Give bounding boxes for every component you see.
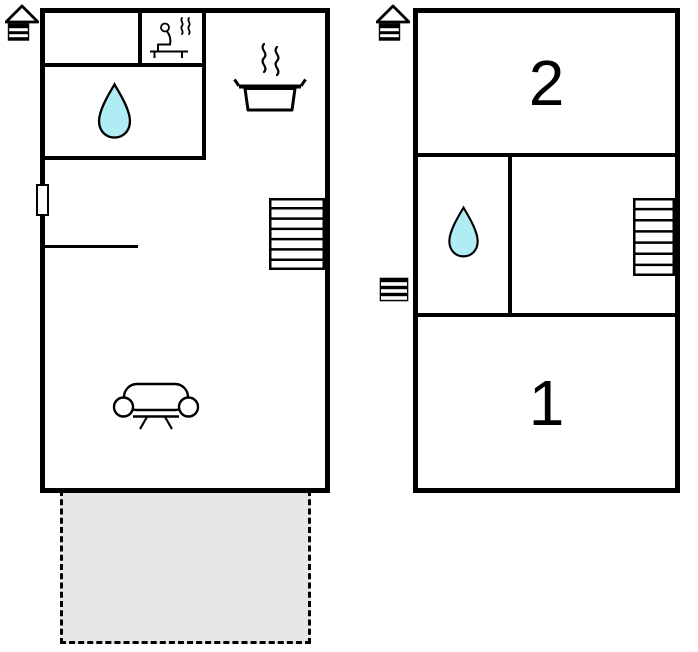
entrance-house-icon	[5, 4, 39, 46]
interior-wall-stub	[45, 245, 138, 248]
stairs-icon	[269, 198, 325, 270]
interior-wall-room2-bottom	[418, 153, 675, 157]
entrance-house-icon	[376, 4, 410, 46]
water-drop-icon	[444, 204, 483, 260]
water-drop-icon	[92, 82, 137, 140]
interior-wall-sauna-left	[138, 13, 142, 67]
terrace-area	[60, 490, 311, 644]
interior-wall-bathroom-right	[202, 13, 206, 160]
interior-wall-bathroom-divider	[508, 155, 512, 315]
sauna-icon	[146, 15, 196, 59]
room-number-label: 2	[528, 47, 565, 119]
interior-wall-bathroom-bottom	[45, 156, 206, 160]
window-marker	[36, 184, 49, 216]
room-number-label: 1	[528, 366, 565, 439]
interior-wall-top-room-bottom	[45, 63, 206, 67]
sofa-icon	[110, 376, 202, 432]
stairs-icon	[633, 198, 675, 276]
entrance-stripes-icon	[379, 277, 409, 302]
interior-wall-room1-top	[418, 313, 675, 317]
cooking-pot-icon	[233, 40, 307, 116]
